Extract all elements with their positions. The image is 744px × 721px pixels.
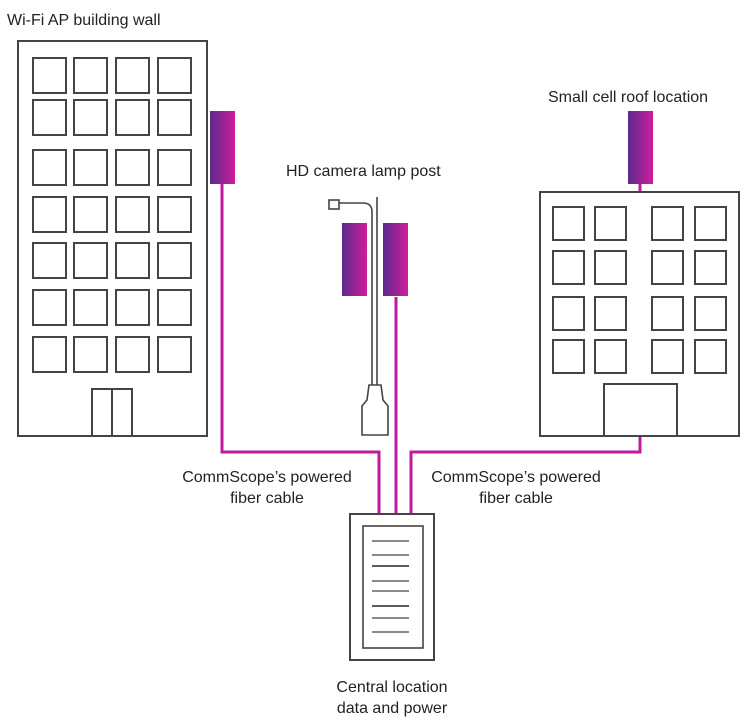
window [32, 149, 67, 186]
hd-camera-lamp-post [328, 197, 389, 436]
hd-camera-device-right [383, 223, 408, 296]
small-cell-building [539, 191, 740, 437]
window [115, 242, 150, 279]
window [115, 289, 150, 326]
window [115, 99, 150, 136]
window [115, 57, 150, 94]
window [73, 99, 108, 136]
window [73, 196, 108, 233]
window [115, 336, 150, 373]
wifi-ap-device [210, 111, 235, 184]
window [157, 242, 192, 279]
window [115, 196, 150, 233]
hd-camera-label: HD camera lamp post [286, 163, 441, 180]
cable-label-left: CommScope’s powered fiber cable [162, 467, 372, 509]
window [694, 339, 727, 374]
small-cell-label: Small cell roof location [548, 89, 709, 106]
central-location-line1: Central location [336, 679, 448, 696]
window [32, 99, 67, 136]
window [594, 250, 627, 285]
lamp-head [328, 199, 340, 210]
hd-camera-device-left [342, 223, 367, 296]
window [73, 57, 108, 94]
window [157, 196, 192, 233]
building-left-windows [32, 57, 192, 373]
cabinet-rack-lines [372, 540, 409, 633]
central-location-label: Central location data and power [292, 677, 492, 719]
cable-label-right: CommScope’s powered fiber cable [411, 467, 621, 509]
window [157, 289, 192, 326]
window [694, 296, 727, 331]
small-cell-device [628, 111, 653, 184]
window [157, 336, 192, 373]
cable-label-right-line2: fiber cable [479, 490, 553, 507]
window [157, 99, 192, 136]
lamp-post-base [361, 384, 389, 436]
window [32, 57, 67, 94]
cable-label-right-line1: CommScope’s powered [431, 469, 601, 486]
lamp-post-arm [330, 202, 373, 385]
window [651, 339, 684, 374]
wifi-ap-building [17, 40, 208, 437]
window [157, 149, 192, 186]
window [73, 242, 108, 279]
window [552, 339, 585, 374]
window [73, 149, 108, 186]
window [594, 206, 627, 241]
window [694, 206, 727, 241]
window [32, 196, 67, 233]
window [32, 289, 67, 326]
central-location-line2: data and power [336, 700, 448, 717]
window [651, 296, 684, 331]
window [32, 336, 67, 373]
window [157, 57, 192, 94]
cable-label-left-line1: CommScope’s powered [182, 469, 352, 486]
window [32, 242, 67, 279]
window [552, 296, 585, 331]
window [115, 149, 150, 186]
window [552, 206, 585, 241]
window [594, 339, 627, 374]
wifi-ap-label: Wi-Fi AP building wall [7, 12, 161, 29]
window [651, 250, 684, 285]
window [594, 296, 627, 331]
cable-label-left-line2: fiber cable [230, 490, 304, 507]
network-devices [210, 111, 653, 296]
window [552, 250, 585, 285]
window [651, 206, 684, 241]
window [73, 336, 108, 373]
window [73, 289, 108, 326]
building-right-door [603, 383, 678, 437]
cable-to-wifi-ap [220, 183, 381, 515]
central-location-cabinet [349, 513, 435, 661]
cabinet-inner [362, 525, 424, 649]
building-right-windows [552, 206, 727, 374]
window [694, 250, 727, 285]
